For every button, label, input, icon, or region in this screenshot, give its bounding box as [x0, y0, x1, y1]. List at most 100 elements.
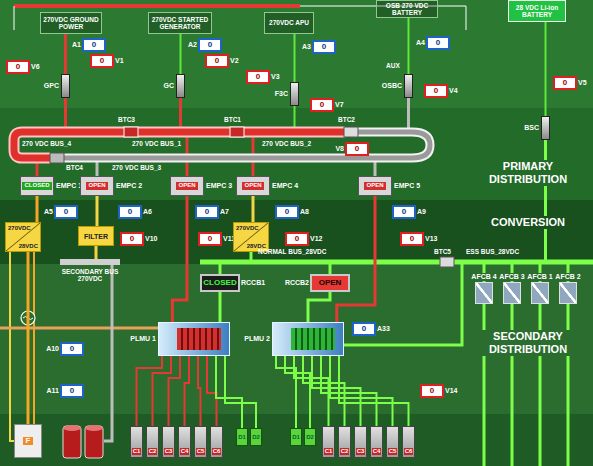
- load-switch: D1: [236, 428, 248, 446]
- section-label: SECONDARY DISTRIBUTION: [466, 330, 590, 356]
- node-text: 0: [436, 39, 440, 47]
- node-heading: A11: [47, 387, 59, 395]
- node-text: 0: [285, 208, 289, 216]
- ammeter-readout: 0A8: [275, 205, 299, 219]
- wire-connector: [216, 356, 242, 428]
- voltmeter-readout: 0V3: [246, 70, 270, 84]
- node-heading: AFCB 3: [498, 273, 525, 281]
- node-text: C5: [388, 448, 398, 455]
- node-text: 0: [362, 325, 366, 333]
- node-heading: V6: [31, 63, 40, 71]
- node-body: 0: [200, 234, 220, 244]
- node-body: 0: [120, 207, 140, 217]
- node-text: 0: [410, 235, 414, 243]
- contactor: BSC: [541, 116, 550, 140]
- node-heading: RCCB1: [241, 279, 265, 287]
- node-body: 0: [287, 234, 307, 244]
- node-heading: A33: [377, 325, 390, 333]
- arc-fault-breaker: AFCB 3: [503, 282, 521, 304]
- power-contactor: OPENEMPC 3: [170, 176, 204, 196]
- schematic-path: [64, 132, 430, 158]
- node-text: C3: [356, 448, 366, 455]
- bus-label: 270 VDC BUS_2: [262, 140, 311, 147]
- contactor-label: BTC4: [66, 164, 83, 171]
- circuit-breaker: C1: [322, 426, 335, 458]
- ammeter-readout: 0A9: [392, 205, 416, 219]
- node-heading: BSC: [524, 124, 539, 132]
- node-body: 270VDC STARTED GENERATOR: [149, 13, 211, 33]
- circuit-breaker: C3: [162, 426, 175, 458]
- voltmeter-readout: 0V13: [400, 232, 424, 246]
- power-source: 270VDC APU: [264, 12, 314, 34]
- node-body: 0: [394, 207, 414, 217]
- node-text: 270VDC: [236, 225, 259, 231]
- node-body: [291, 83, 298, 105]
- power-contactor: CLOSEDEMPC 1: [20, 176, 54, 196]
- voltmeter-readout: 0V12: [285, 232, 309, 246]
- schematic-path: [14, 4, 300, 8]
- node-text: 0: [128, 208, 132, 216]
- node-text: OPEN: [242, 182, 263, 189]
- bus-label: SECONDARY BUS 270VDC: [56, 268, 124, 282]
- load-switch: D2: [304, 428, 316, 446]
- wire-connector: [407, 18, 409, 74]
- contactor-label: BTC5: [434, 248, 451, 255]
- node-body: 0: [92, 56, 112, 66]
- node-body: [532, 283, 548, 303]
- bus-label: 270 VDC BUS_3: [112, 164, 161, 171]
- converter-box: 270VDC28VDC: [233, 222, 269, 252]
- section-label: PRIMARY DISTRIBUTION: [466, 160, 590, 186]
- circuit-breaker: C3: [354, 426, 367, 458]
- ammeter-readout: 0A2: [198, 38, 222, 52]
- node-body: OPEN: [81, 177, 113, 195]
- schematic-rect: [124, 127, 138, 137]
- node-body: 0: [402, 234, 422, 244]
- power-contactor: OPENEMPC 2: [80, 176, 114, 196]
- node-text: 0: [322, 43, 326, 51]
- node-body: D1: [291, 429, 301, 445]
- arc-fault-breaker: AFCB 1: [531, 282, 549, 304]
- voltmeter-readout: 0V10: [120, 232, 144, 246]
- node-body: 0: [312, 100, 332, 110]
- node-body: 0: [62, 344, 82, 354]
- node-text: 0: [64, 208, 68, 216]
- schematic-rect: [85, 426, 103, 458]
- node-heading: GPC: [44, 82, 59, 90]
- ammeter-readout: 0A5: [54, 205, 78, 219]
- node-heading: A4: [416, 39, 425, 47]
- contactor: OSBC: [404, 74, 413, 98]
- node-body: C2: [339, 427, 350, 457]
- node-text: 28VDC: [19, 243, 38, 249]
- node-body: 0: [207, 56, 227, 66]
- voltmeter-readout: 0V2: [205, 54, 229, 68]
- node-body: 0: [8, 62, 28, 72]
- schematic-rect: [60, 259, 120, 265]
- filter-box: FILTER: [78, 226, 114, 246]
- node-text: 0: [130, 235, 134, 243]
- node-body: CLOSED: [21, 177, 53, 195]
- node-body: OPEN: [359, 177, 391, 195]
- schematic-path: [104, 265, 112, 441]
- voltmeter-readout: 0V6: [6, 60, 30, 74]
- aux-label: AUX: [386, 62, 400, 69]
- node-heading: EMPC 3: [206, 182, 232, 190]
- node-text: C4: [372, 448, 382, 455]
- node-body: OSB 270 VDC BATTERY: [377, 1, 437, 17]
- contactor-label: BTC2: [338, 116, 355, 123]
- ammeter-readout: 0A4: [426, 36, 450, 50]
- node-body: D2: [251, 429, 261, 445]
- contactor: GC: [176, 74, 185, 98]
- node-heading: A6: [143, 208, 152, 216]
- node-text: 0: [295, 235, 299, 243]
- bus-label: ESS BUS_28VDC: [466, 248, 519, 255]
- schematic-ellipse: [85, 425, 103, 431]
- schematic-rect: [0, 0, 593, 108]
- node-body: 0: [428, 38, 448, 48]
- node-text: D2: [306, 434, 314, 440]
- node-text: FILTER: [84, 233, 108, 240]
- node-body: 0: [200, 40, 220, 50]
- load-box: F: [14, 424, 42, 458]
- node-text: CLOSED: [203, 279, 236, 287]
- schematic-rect: [50, 153, 64, 163]
- node-text: D2: [252, 434, 260, 440]
